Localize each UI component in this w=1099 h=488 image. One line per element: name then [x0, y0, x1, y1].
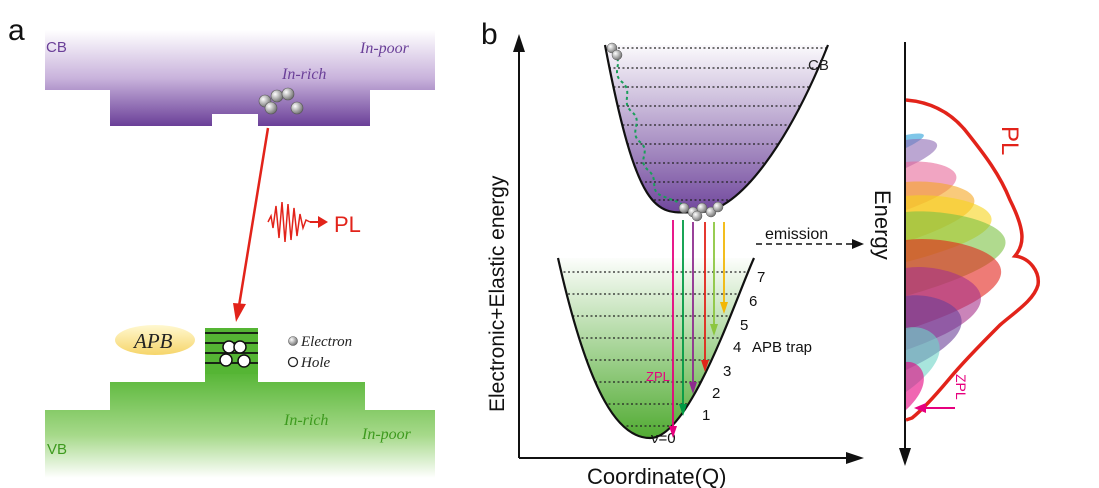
apb-label: APB — [132, 329, 173, 353]
pl-peak — [906, 138, 938, 168]
level-label: 3 — [723, 363, 731, 380]
transition-arrow-1 — [679, 220, 687, 416]
cb-in-poor-label: In-poor — [359, 40, 410, 57]
cb-electron-cluster-b — [606, 42, 724, 222]
electron-legend-label: Electron — [300, 334, 352, 350]
hole-legend-label: Hole — [300, 355, 331, 371]
vb-band — [45, 371, 435, 478]
level-label: 7 — [757, 269, 765, 286]
relaxation-path — [612, 53, 689, 209]
panel-a-label: a — [8, 14, 25, 47]
cb-label: CB — [46, 39, 67, 56]
transition-arrow-4 — [710, 222, 718, 336]
transition-arrow-2 — [689, 222, 697, 394]
apb-badge — [115, 325, 195, 355]
y-axis-label: Electronic+Elastic energy — [486, 175, 509, 412]
vb-in-poor-label: In-poor — [361, 426, 412, 443]
transition-arrow-3 — [701, 222, 709, 372]
level-label: 2 — [712, 385, 720, 402]
photon-arrow — [310, 216, 328, 228]
apb-holes — [219, 340, 251, 368]
x-axis — [519, 452, 864, 464]
cb-band — [45, 30, 435, 126]
transition-arrows — [669, 220, 728, 438]
pl-envelope — [905, 98, 1040, 422]
energy-axis-label: Energy — [870, 190, 895, 260]
level-label: 4 — [733, 339, 741, 356]
recombination-arrow — [233, 127, 270, 322]
apb-trap-label: APB trap — [752, 339, 812, 356]
cb-label-b: CB — [808, 57, 829, 74]
vibrational-level-labels: ν=0 1 2 3 4 5 6 7 — [651, 269, 765, 447]
zpl-right-label: ZPL — [953, 374, 969, 400]
transition-arrow-5 — [720, 222, 728, 314]
cb-in-rich-label: In-rich — [281, 66, 326, 83]
photon-wave-icon — [267, 201, 311, 243]
pl-spectrum-peaks — [906, 133, 1006, 410]
emission-label: emission — [765, 226, 828, 243]
level-label: 6 — [749, 293, 757, 310]
y-axis — [513, 34, 525, 458]
zpl-right-arrow — [914, 403, 955, 413]
energy-axis — [899, 42, 911, 466]
vb-parabola — [556, 257, 756, 440]
panel-b-label: b — [481, 18, 498, 51]
electron-legend-icon — [288, 336, 298, 346]
emission-arrow — [756, 239, 864, 249]
x-axis-label: Coordinate(Q) — [587, 464, 726, 488]
level-label: ν=0 — [651, 430, 676, 447]
transition-arrow-zpl — [669, 220, 677, 438]
pl-peak — [906, 361, 924, 410]
vb-in-rich-label: In-rich — [283, 412, 328, 429]
zpl-label: ZPL — [646, 369, 670, 384]
level-label: 1 — [702, 407, 710, 424]
hole-legend-icon — [287, 356, 299, 368]
level-label: 5 — [740, 317, 748, 334]
cb-electron-cluster — [258, 87, 304, 115]
vb-label: VB — [47, 441, 67, 458]
pl-label-b: PL — [996, 126, 1023, 155]
pl-label-a: PL — [334, 212, 361, 237]
